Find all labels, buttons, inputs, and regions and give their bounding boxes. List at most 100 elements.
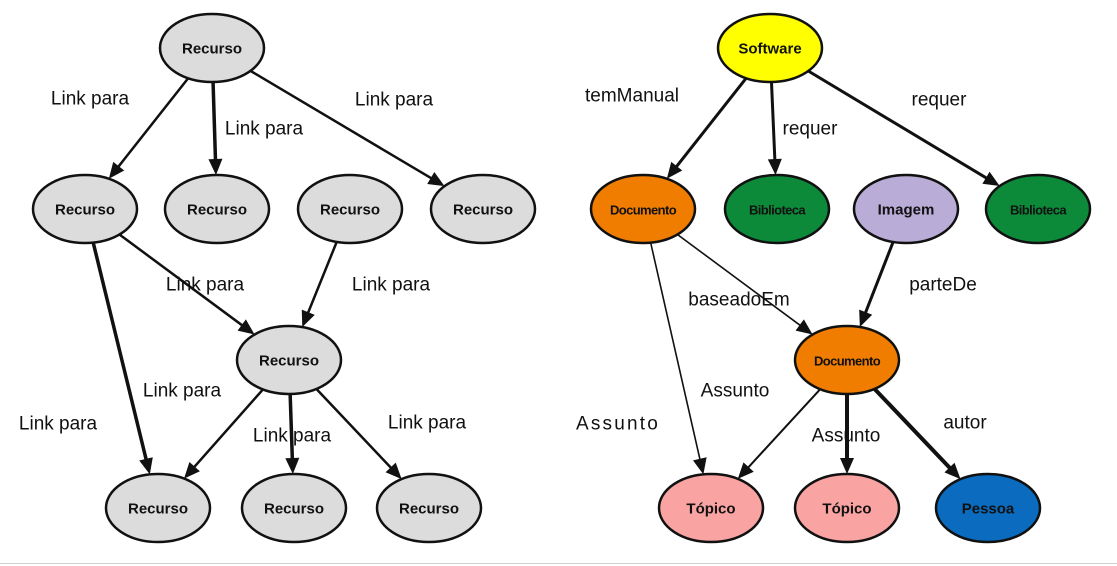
left-node-recurso: Recurso (158, 12, 266, 84)
left-edge-r1-r5 (118, 233, 245, 328)
left-arrowhead-r1-r6 (139, 457, 153, 475)
left-arrowhead-r0-r2 (208, 158, 223, 176)
left-edge-label: Link para (253, 426, 332, 447)
left-arrowhead-r5-r8 (385, 462, 402, 480)
left-node-label: Recurso (264, 501, 324, 518)
right-node-biblioteca: Biblioteca (984, 173, 1092, 245)
right-node-tópico: Tópico (657, 472, 765, 544)
right-edge-d2-t1 (746, 388, 822, 470)
left-node-label: Recurso (399, 501, 459, 518)
left-arrowhead-r1-r5 (237, 319, 255, 335)
left-node-shape (296, 173, 404, 245)
left-node-recurso: Recurso (235, 324, 343, 396)
right-edge-label: Assunto (812, 426, 881, 447)
right-arrowhead-d1-t1 (692, 457, 707, 475)
left-node-label: Recurso (320, 202, 380, 219)
left-node-recurso: Recurso (240, 472, 348, 544)
right-arrowhead-s0-d1 (666, 161, 683, 179)
left-edge-r3-r5 (306, 240, 338, 316)
left-edge-r0-r4 (249, 69, 434, 181)
right-node-shape (723, 173, 831, 245)
right-node-documento: Documento (589, 173, 697, 245)
left-edge-label: Link para (166, 275, 245, 296)
left-node-recurso: Recurso (163, 173, 271, 245)
right-arrowhead-d2-p1 (944, 462, 961, 480)
left-edge-r5-r7 (288, 392, 295, 462)
right-node-label: Biblioteca (1010, 203, 1067, 218)
left-node-shape (429, 173, 537, 245)
left-edge-r5-r8 (315, 387, 394, 471)
right-node-label: Tópico (686, 501, 735, 518)
left-edge-label: Link para (225, 119, 304, 140)
left-edge-label: Link para (143, 381, 222, 402)
left-edge-r5-r6 (192, 388, 265, 470)
left-node-shape (240, 472, 348, 544)
left-node-shape (31, 173, 139, 245)
right-edge-label: baseadoEm (688, 290, 789, 311)
right-node-shape (852, 173, 960, 245)
right-arrowhead-d2-t2 (840, 458, 854, 474)
left-node-shape (158, 12, 266, 84)
right-edge-d1-t1 (649, 241, 702, 462)
right-arrowhead-d1-d2 (795, 319, 813, 335)
left-node-shape (235, 324, 343, 396)
right-edge-s0-b1 (769, 80, 777, 163)
left-node-shape (163, 173, 271, 245)
edges-layer (91, 69, 1000, 480)
left-node-recurso: Recurso (296, 173, 404, 245)
left-arrowhead-r0-r1 (108, 161, 125, 179)
right-node-label: Tópico (822, 501, 871, 518)
left-arrowhead-r5-r7 (285, 457, 300, 475)
right-node-biblioteca: Biblioteca (723, 173, 831, 245)
left-node-label: Recurso (182, 41, 242, 58)
left-node-label: Recurso (128, 501, 188, 518)
right-arrowhead-s0-b2 (982, 171, 1000, 186)
right-edge-label: temManual (585, 86, 679, 107)
right-edge-label: Assunto (701, 381, 770, 402)
left-edge-r0-r1 (116, 76, 190, 170)
left-edge-label: Link para (355, 90, 434, 111)
bottom-divider (0, 563, 1117, 564)
right-node-shape (716, 12, 824, 84)
right-node-documento: Documento (793, 324, 901, 396)
right-edge-label: parteDe (909, 275, 977, 296)
right-edge-label: requer (783, 119, 839, 140)
right-edge-label: requer (912, 90, 968, 111)
left-edge-label: Link para (388, 413, 467, 434)
right-node-shape (589, 173, 697, 245)
left-node-label: Recurso (453, 202, 513, 219)
left-node-shape (104, 472, 212, 544)
right-node-label: Imagem (878, 202, 935, 219)
right-arrowhead-d2-t1 (737, 462, 754, 479)
left-node-shape (375, 472, 483, 544)
right-edge-d2-p1 (872, 386, 953, 472)
left-node-recurso: Recurso (104, 472, 212, 544)
right-edge-i1-d2 (863, 240, 895, 316)
right-edge-d1-d2 (676, 233, 803, 327)
left-arrowhead-r0-r4 (427, 171, 445, 187)
left-edge-r1-r6 (91, 240, 149, 463)
right-node-shape (934, 472, 1042, 544)
left-edge-label: Link para (51, 89, 130, 110)
right-arrowhead-s0-b1 (767, 158, 782, 176)
left-edge-label: Link para (352, 275, 431, 296)
right-edge-s0-d1 (674, 76, 748, 170)
right-edge-label: autor (943, 413, 987, 434)
right-node-label: Documento (814, 354, 881, 369)
right-node-imagem: Imagem (852, 173, 960, 245)
left-arrowhead-r3-r5 (301, 309, 315, 328)
right-node-software: Software (716, 12, 824, 84)
right-node-label: Documento (610, 203, 677, 218)
left-node-recurso: Recurso (375, 472, 483, 544)
right-node-shape (657, 472, 765, 544)
left-node-label: Recurso (259, 353, 319, 370)
left-node-label: Recurso (187, 202, 247, 219)
right-node-shape (984, 173, 1092, 245)
right-node-shape (793, 472, 901, 544)
left-node-recurso: Recurso (429, 173, 537, 245)
right-edge-s0-b2 (806, 69, 990, 181)
left-node-label: Recurso (55, 202, 115, 219)
